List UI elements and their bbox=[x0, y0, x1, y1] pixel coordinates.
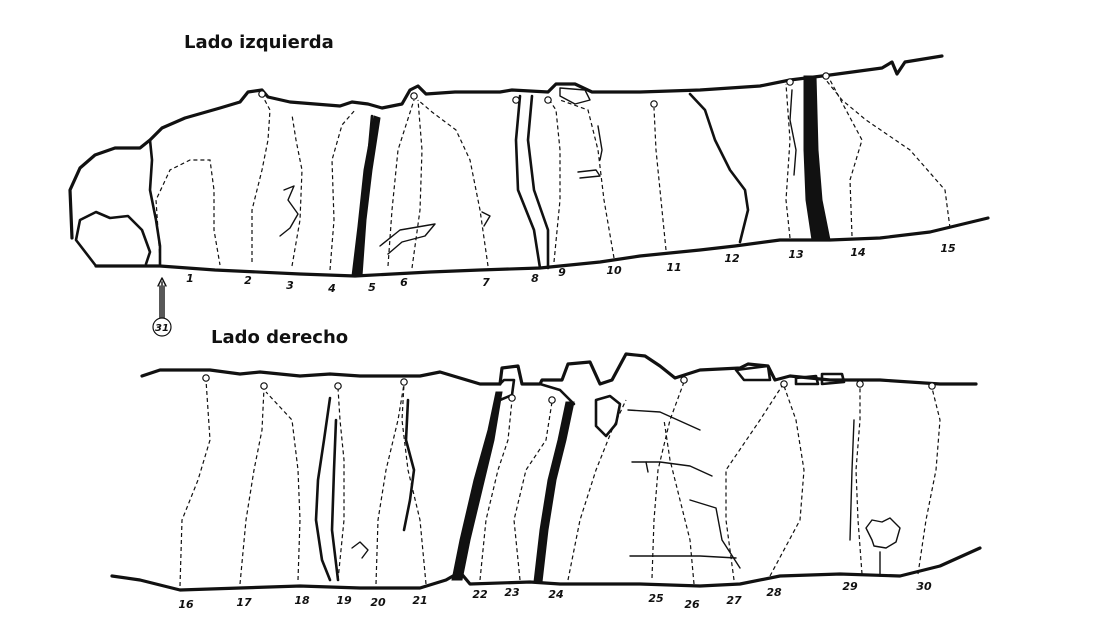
tree-icon bbox=[865, 517, 901, 577]
route-label: 16 bbox=[178, 598, 194, 611]
route-label: 1 bbox=[186, 272, 194, 285]
route-label: 6 bbox=[400, 276, 408, 289]
route-label: 22 bbox=[472, 588, 488, 601]
route-label: 18 bbox=[294, 594, 310, 607]
route-label: 14 bbox=[850, 246, 865, 259]
right-wall bbox=[110, 352, 982, 592]
marker-31: 31 bbox=[152, 277, 172, 337]
right-wall-bottom-outline bbox=[110, 546, 982, 592]
left-routes bbox=[155, 79, 951, 271]
right-route-labels: 16 17 18 19 20 21 22 23 24 25 26 27 28 2… bbox=[178, 580, 932, 611]
route-label: 5 bbox=[368, 281, 376, 294]
route-label: 2 bbox=[244, 274, 252, 287]
route-label: 7 bbox=[482, 276, 490, 289]
route-label: 17 bbox=[236, 596, 252, 609]
route-label: 3 bbox=[286, 279, 294, 292]
route-label: 21 bbox=[412, 594, 427, 607]
left-anchors bbox=[258, 72, 830, 108]
left-route-labels: 1 2 3 4 5 6 7 8 9 10 11 12 13 14 15 bbox=[186, 242, 956, 295]
route-label: 26 bbox=[684, 598, 700, 611]
route-label: 20 bbox=[370, 596, 386, 609]
marker-31-label: 31 bbox=[155, 323, 169, 334]
right-anchors bbox=[202, 374, 936, 404]
route-label: 4 bbox=[327, 282, 336, 295]
route-label: 30 bbox=[916, 580, 932, 593]
route-label: 13 bbox=[788, 248, 804, 261]
route-label: 8 bbox=[531, 272, 539, 285]
route-label: 23 bbox=[504, 586, 520, 599]
route-label: 11 bbox=[666, 261, 681, 274]
left-wall-top-outline bbox=[68, 54, 944, 240]
route-label: 9 bbox=[558, 266, 566, 279]
left-wall-lobe bbox=[74, 210, 152, 268]
route-label: 19 bbox=[336, 594, 352, 607]
left-wall bbox=[68, 54, 990, 278]
route-label: 29 bbox=[842, 580, 858, 593]
left-side-title: Lado izquierda bbox=[184, 32, 334, 53]
route-label: 28 bbox=[766, 586, 782, 599]
route-label: 12 bbox=[724, 252, 740, 265]
marker-31-circle bbox=[152, 317, 172, 337]
right-side-title: Lado derecho bbox=[211, 327, 349, 348]
route-label: 10 bbox=[606, 264, 622, 277]
right-routes bbox=[179, 379, 941, 587]
route-label: 15 bbox=[940, 242, 956, 255]
route-label: 25 bbox=[648, 592, 664, 605]
left-wall-bottom-outline bbox=[94, 216, 990, 278]
route-label: 24 bbox=[548, 588, 563, 601]
route-label: 27 bbox=[726, 594, 742, 607]
right-wall-top-outline bbox=[140, 352, 978, 386]
